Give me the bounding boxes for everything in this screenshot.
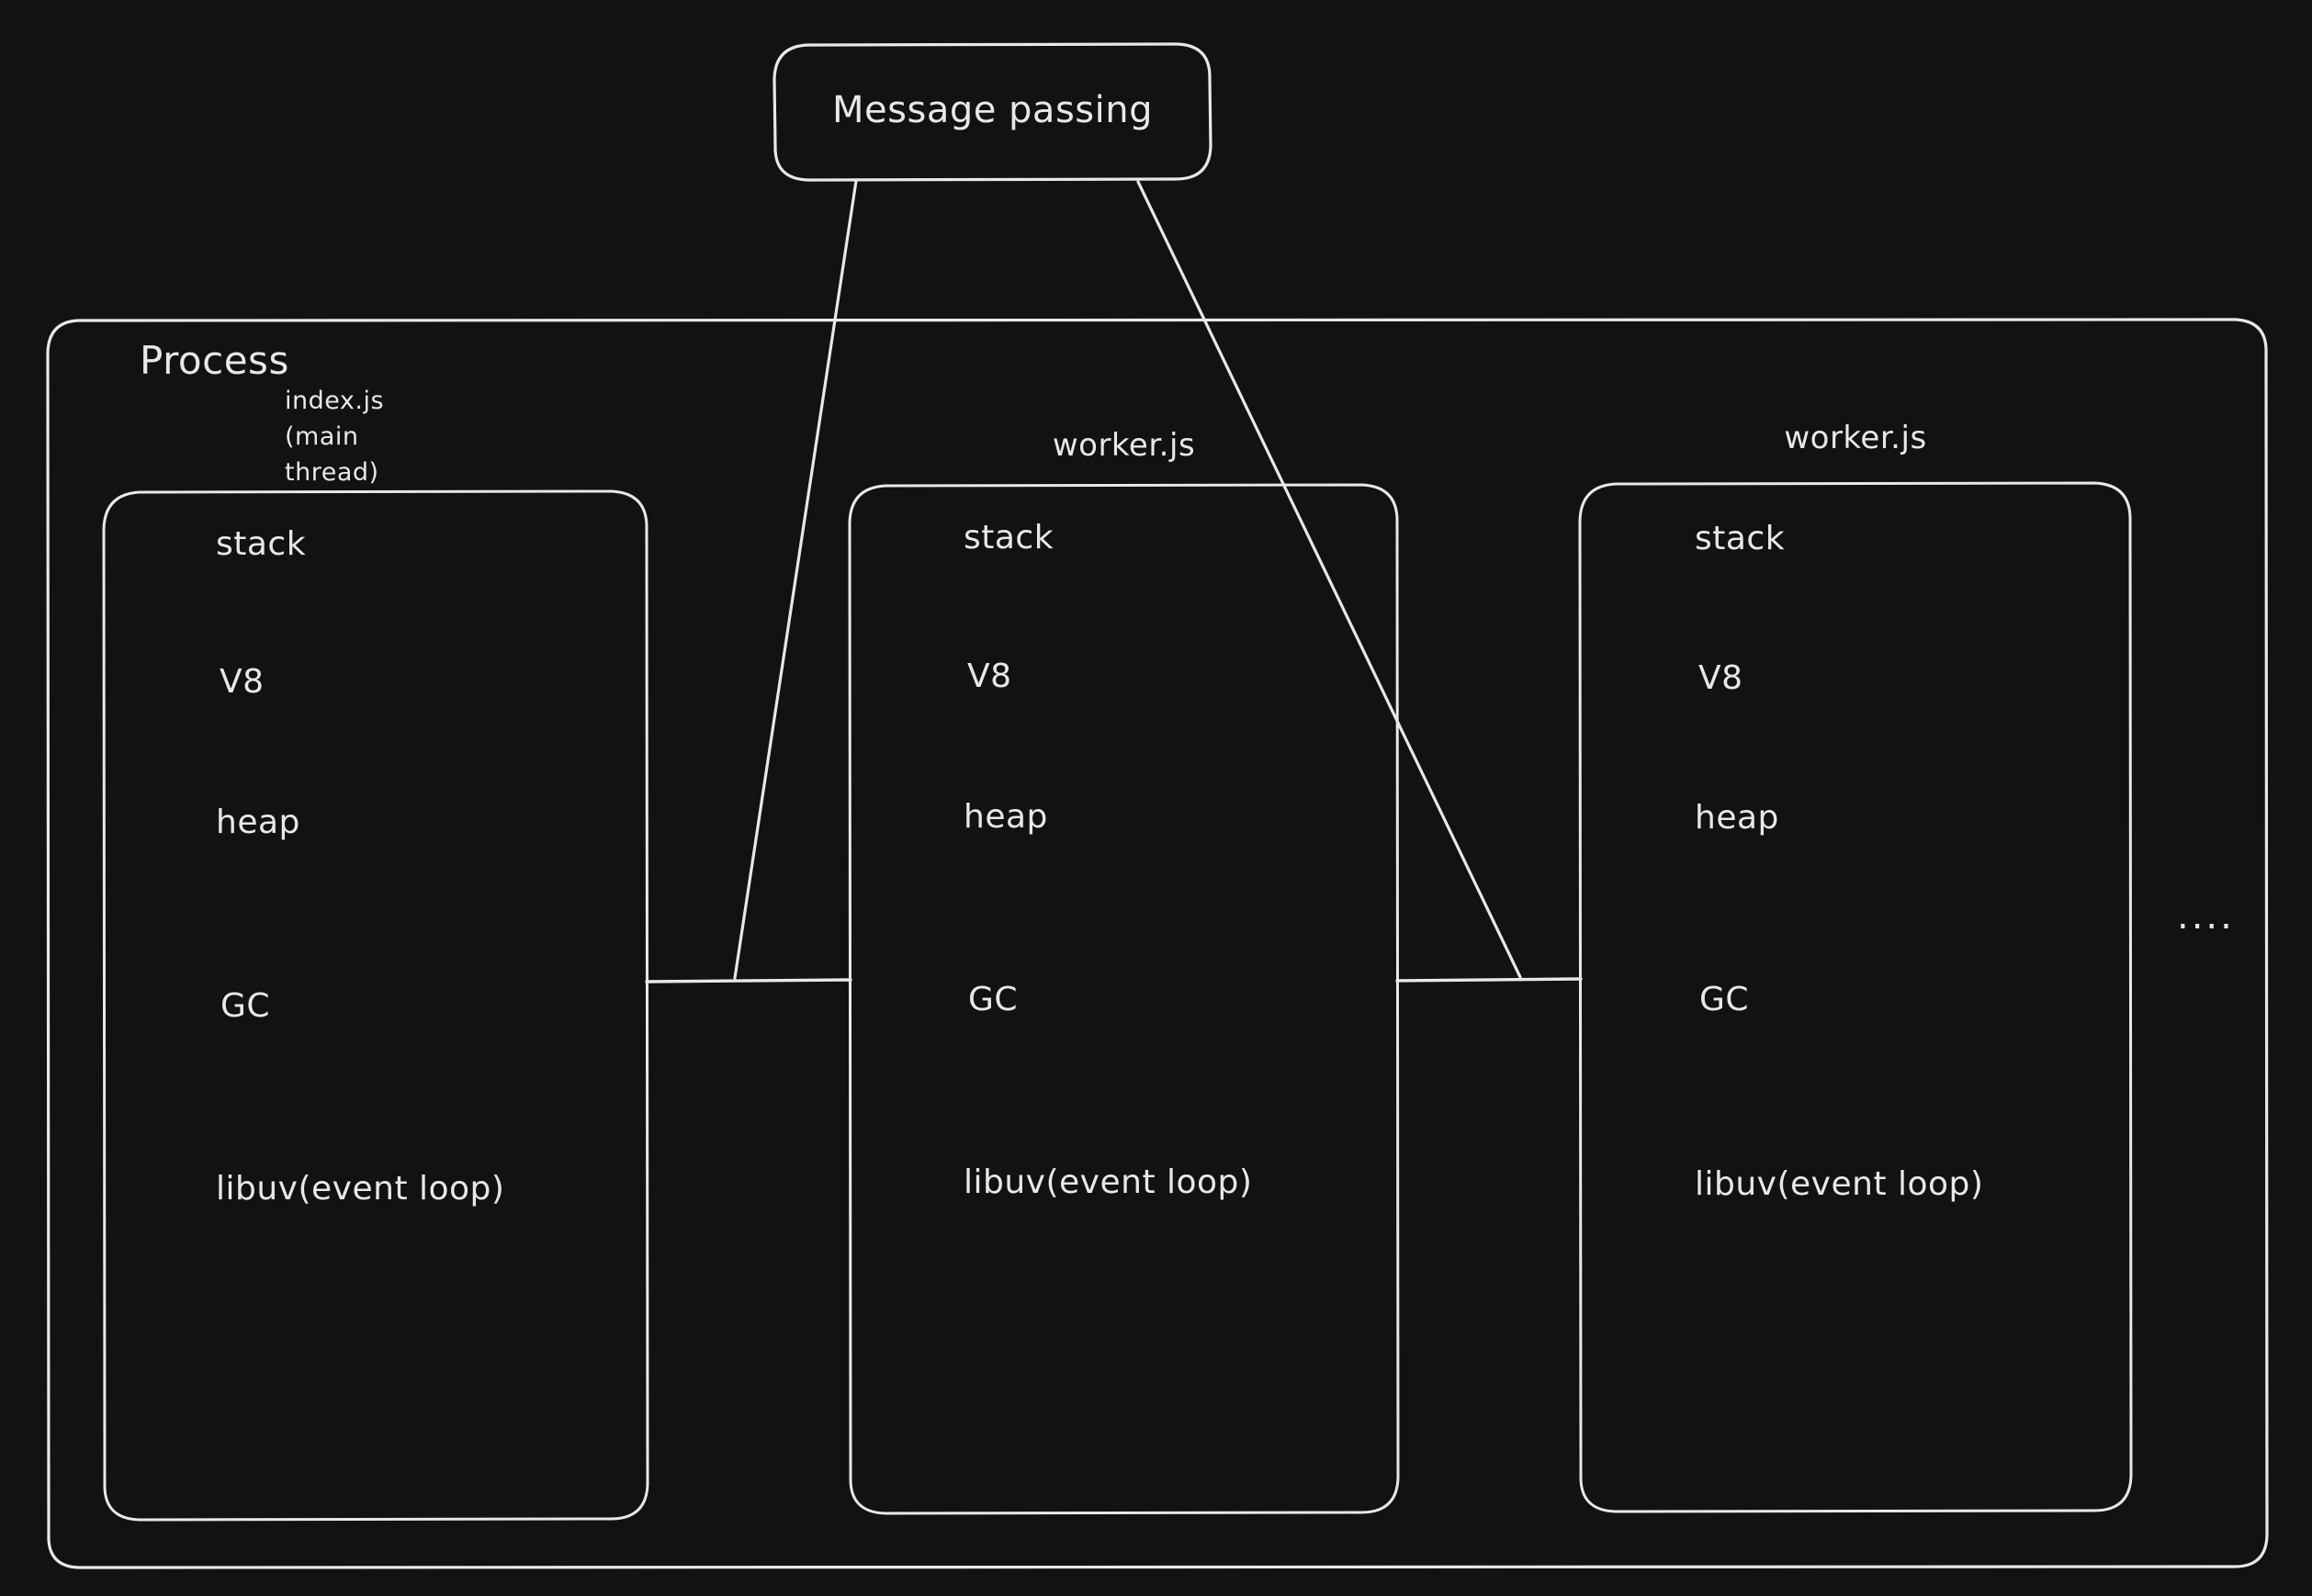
- process-title: Process: [140, 338, 289, 383]
- process-container-box[interactable]: [46, 318, 2269, 1569]
- connector-worker-1-to-worker-2: [1395, 977, 1583, 983]
- connector-main-to-worker-1: [645, 978, 852, 983]
- worker-2-slot-v8: V8: [1698, 659, 1743, 697]
- runtime-box-worker-2[interactable]: [1578, 481, 2133, 1513]
- main-slot-stack: stack: [216, 525, 307, 563]
- message-link-right: [1136, 180, 1522, 979]
- main-thread-meta-line-3: thread): [285, 458, 379, 487]
- main-slot-libuv: libuv(event loop): [216, 1170, 505, 1208]
- main-slot-gc: GC: [220, 987, 271, 1025]
- worker-1-slot-v8: V8: [967, 658, 1012, 695]
- main-slot-heap: heap: [216, 804, 300, 841]
- worker-1-slot-stack: stack: [964, 519, 1054, 556]
- worker-2-slot-heap: heap: [1695, 799, 1779, 837]
- main-thread-meta-line-2: (main: [285, 422, 359, 451]
- worker-2-slot-gc: GC: [1699, 981, 1750, 1018]
- runtime-box-worker-1[interactable]: [848, 483, 1400, 1515]
- worker-1-slot-libuv: libuv(event loop): [964, 1163, 1253, 1201]
- worker-1-header: worker.js: [1052, 427, 1196, 464]
- runtime-box-main[interactable]: [102, 489, 649, 1522]
- worker-2-slot-libuv: libuv(event loop): [1695, 1165, 1984, 1203]
- worker-2-slot-stack: stack: [1695, 520, 1786, 557]
- worker-1-slot-gc: GC: [968, 981, 1019, 1018]
- worker-2-header: worker.js: [1784, 420, 1927, 456]
- main-thread-meta-line-1: index.js: [285, 387, 385, 415]
- message-link-left: [733, 179, 858, 980]
- main-slot-v8: V8: [220, 663, 265, 701]
- worker-1-slot-heap: heap: [964, 798, 1048, 836]
- overflow-ellipsis: ....: [2177, 895, 2235, 938]
- message-passing-label: Message passing: [832, 89, 1153, 131]
- message-passing-box[interactable]: [773, 42, 1212, 182]
